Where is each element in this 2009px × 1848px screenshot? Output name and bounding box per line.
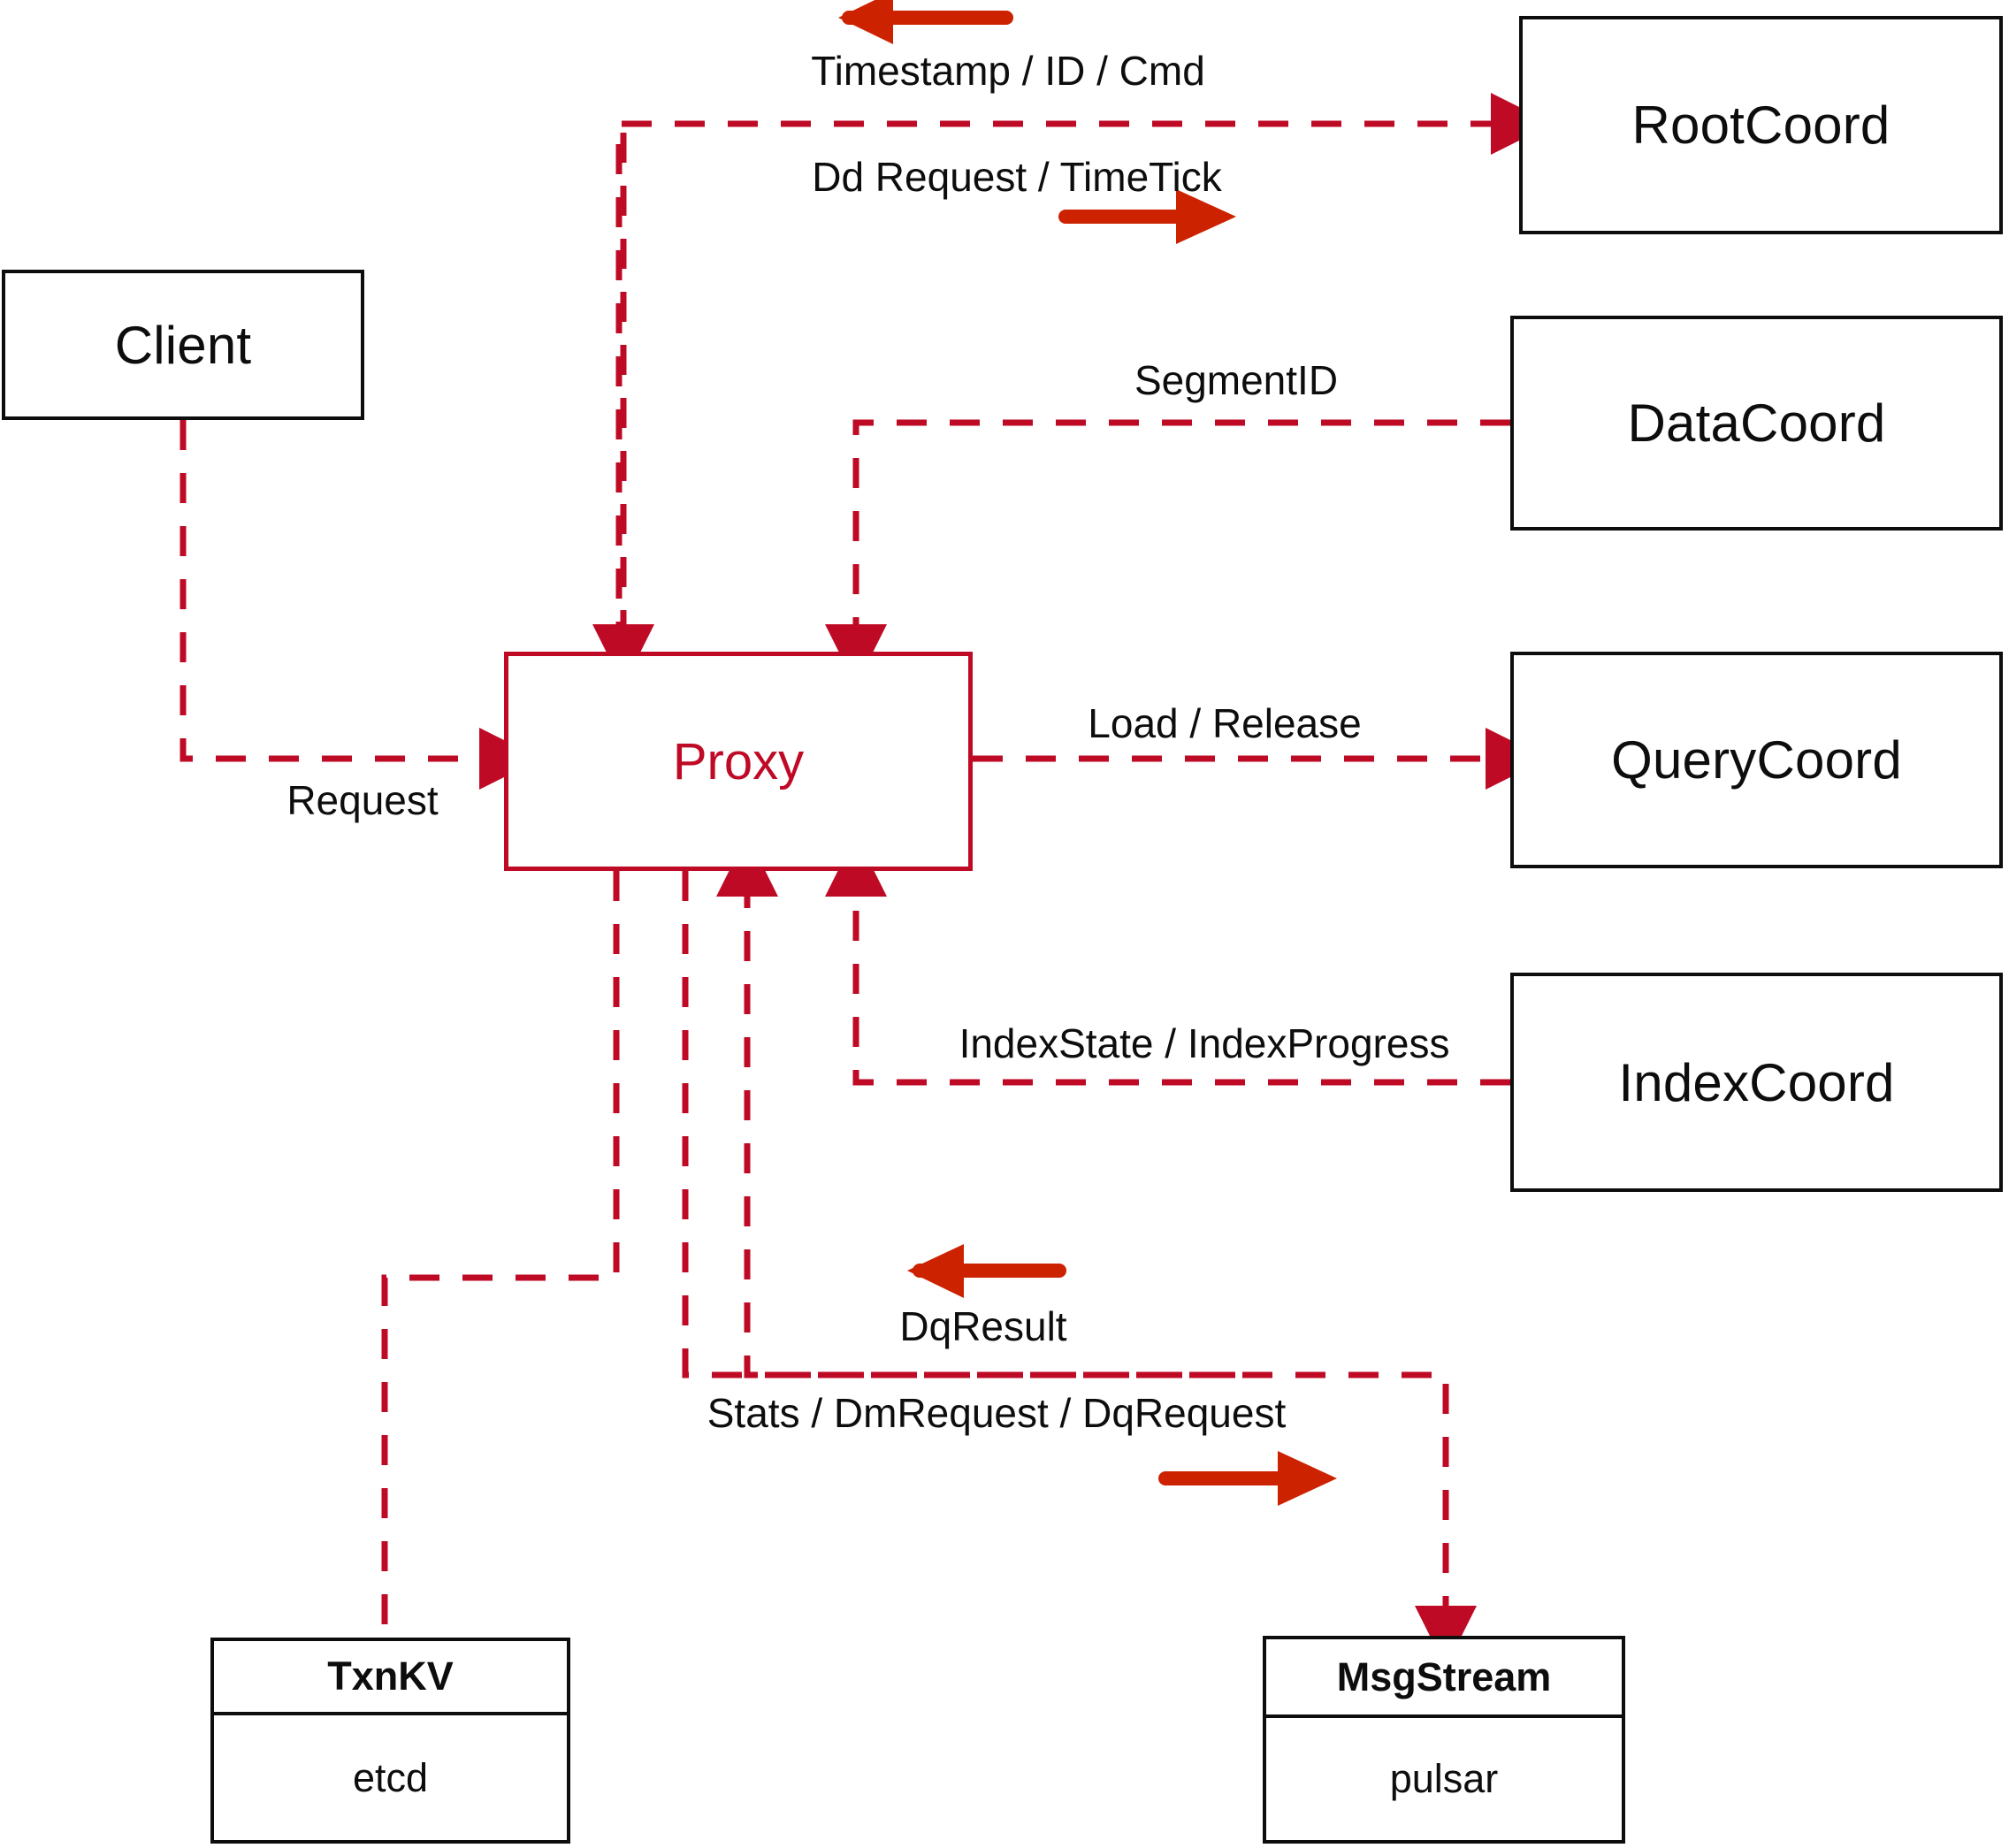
node-indexcoord[interactable]: IndexCoord (1510, 973, 2003, 1192)
edge-label-dqresult: DqResult (899, 1303, 1067, 1349)
node-txnkv-body: etcd (214, 1715, 567, 1840)
node-txnkv-body-label: etcd (352, 1754, 429, 1800)
node-txnkv-header: TxnKV (214, 1641, 567, 1715)
edge-client-to-proxy (180, 420, 541, 790)
direction-arrow-stats-dmrequest-dqrequest (1158, 1451, 1337, 1506)
edge-proxy-to-rootcoord (615, 93, 1553, 652)
node-querycoord-label: QueryCoord (1611, 730, 1902, 790)
node-rootcoord[interactable]: RootCoord (1519, 16, 2003, 234)
node-proxy-label: Proxy (672, 732, 805, 790)
edge-proxy-to-msgstream (682, 871, 1477, 1668)
node-msgstream-header-label: MsgStream (1336, 1653, 1552, 1699)
direction-arrow-timestamp-id-cmd (838, 0, 1013, 44)
edge-label-segmentid: SegmentID (1134, 357, 1339, 403)
direction-arrow-dqresult (907, 1244, 1066, 1298)
node-txnkv-header-label: TxnKV (327, 1653, 454, 1699)
node-msgstream-body: pulsar (1266, 1718, 1622, 1840)
node-msgstream-header: MsgStream (1266, 1639, 1622, 1718)
edge-label-request: Request (286, 777, 439, 823)
node-client-label: Client (114, 315, 252, 375)
edge-label-stats-dmrequest-dqrequest: Stats / DmRequest / DqRequest (707, 1390, 1287, 1436)
edge-msgstream-to-proxy (716, 835, 1235, 1378)
node-querycoord[interactable]: QueryCoord (1510, 652, 2003, 868)
edge-label-indexstate-indexprogress: IndexState / IndexProgress (959, 1020, 1450, 1066)
edge-label-timestamp-id-cmd: Timestamp / ID / Cmd (811, 48, 1205, 94)
edge-label-load-release: Load / Release (1088, 700, 1362, 746)
node-msgstream[interactable]: MsgStream pulsar (1263, 1636, 1625, 1844)
node-client[interactable]: Client (2, 270, 364, 420)
node-msgstream-body-label: pulsar (1389, 1756, 1499, 1801)
node-proxy[interactable]: Proxy (504, 652, 973, 871)
edge-label-dd-request-timetick: Dd Request / TimeTick (812, 154, 1222, 200)
node-txnkv[interactable]: TxnKV etcd (210, 1638, 570, 1844)
edge-datacoord-to-proxy (825, 419, 1510, 686)
node-datacoord[interactable]: DataCoord (1510, 316, 2003, 531)
node-indexcoord-label: IndexCoord (1618, 1052, 1895, 1112)
node-rootcoord-label: RootCoord (1631, 95, 1891, 155)
node-datacoord-label: DataCoord (1627, 393, 1886, 453)
edge-proxy-to-txnkv (381, 871, 620, 1638)
